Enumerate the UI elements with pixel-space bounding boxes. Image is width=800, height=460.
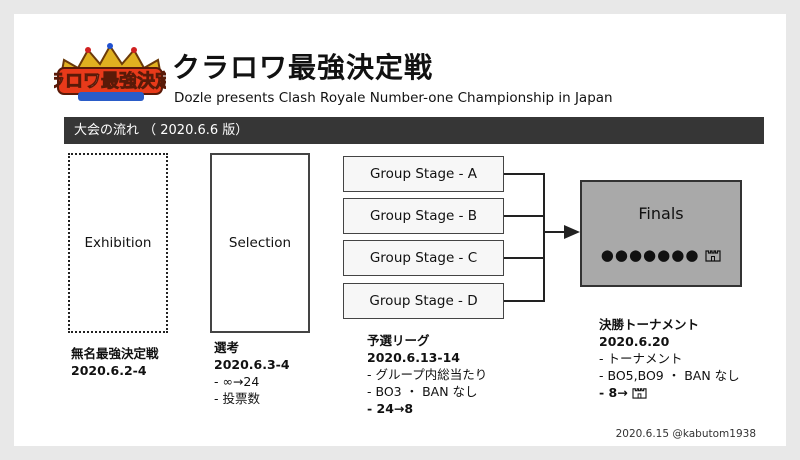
stage-exhibition-label: Exhibition (84, 235, 152, 251)
logo-text: クラロワ最強決定戦 (54, 70, 166, 92)
info-selection: 選考 2020.6.3-4 - ∞→24 - 投票数 (214, 339, 290, 407)
group-stage-c: Group Stage - C (343, 240, 504, 276)
page-title: クラロワ最強決定戦 (172, 51, 434, 84)
group-stage-b: Group Stage - B (343, 198, 504, 234)
page-subtitle: Dozle presents Clash Royale Number-one C… (174, 90, 613, 106)
castle-icon (705, 250, 721, 262)
info-line: - 投票数 (214, 391, 260, 406)
stage-selection: Selection (210, 153, 310, 333)
group-stage-label: Group Stage - C (369, 250, 478, 266)
info-date: 2020.6.2-4 (71, 363, 147, 378)
slide: クラロワ最強決定戦 クラロワ最強決定戦 Dozle presents Clash… (14, 14, 786, 446)
group-stage-a: Group Stage - A (343, 156, 504, 192)
info-line: - ∞→24 (214, 374, 260, 389)
info-title: 無名最強決定戦 (71, 346, 159, 361)
info-line: - BO5,BO9 ・ BAN なし (599, 368, 740, 383)
info-line: - グループ内総当たり (367, 367, 488, 382)
group-stage-label: Group Stage - A (369, 166, 478, 182)
info-date: 2020.6.13-14 (367, 350, 460, 365)
info-date: 2020.6.3-4 (214, 357, 290, 372)
group-stage-label: Group Stage - B (369, 208, 478, 224)
info-title: 決勝トーナメント (599, 317, 700, 332)
finals-dots: ●●●●●●● (600, 246, 700, 264)
connector-lines (504, 173, 580, 302)
tournament-logo: クラロワ最強決定戦 (54, 43, 166, 101)
info-result: - 8→ (599, 384, 740, 401)
info-group: 予選リーグ 2020.6.13-14 - グループ内総当たり - BO3 ・ B… (367, 332, 487, 417)
info-exhibition: 無名最強決定戦 2020.6.2-4 (71, 345, 159, 379)
footer-credit: 2020.6.15 @kabutom1938 (615, 428, 756, 440)
finals-label: Finals (638, 204, 684, 223)
castle-icon (632, 388, 647, 399)
bracket-outer-line (504, 173, 545, 302)
stage-exhibition: Exhibition (68, 153, 168, 333)
info-finals: 決勝トーナメント 2020.6.20 - トーナメント - BO5,BO9 ・ … (599, 316, 740, 401)
info-date: 2020.6.20 (599, 334, 670, 349)
finals-slots: ●●●●●●● (582, 246, 740, 264)
section-bar: 大会の流れ （ 2020.6.6 版） (64, 117, 764, 144)
info-title: 選考 (214, 340, 240, 355)
arrow-head-icon (564, 225, 580, 239)
group-stage-label: Group Stage - D (369, 293, 478, 309)
group-stage-d: Group Stage - D (343, 283, 504, 319)
info-line: - トーナメント (599, 351, 683, 366)
info-result: - 24→8 (367, 401, 414, 416)
info-line: - BO3 ・ BAN なし (367, 384, 478, 399)
stage-selection-label: Selection (228, 235, 292, 251)
info-result-text: - 8→ (599, 385, 628, 400)
stage-finals: Finals ●●●●●●● (580, 180, 742, 287)
info-title: 予選リーグ (367, 333, 430, 348)
